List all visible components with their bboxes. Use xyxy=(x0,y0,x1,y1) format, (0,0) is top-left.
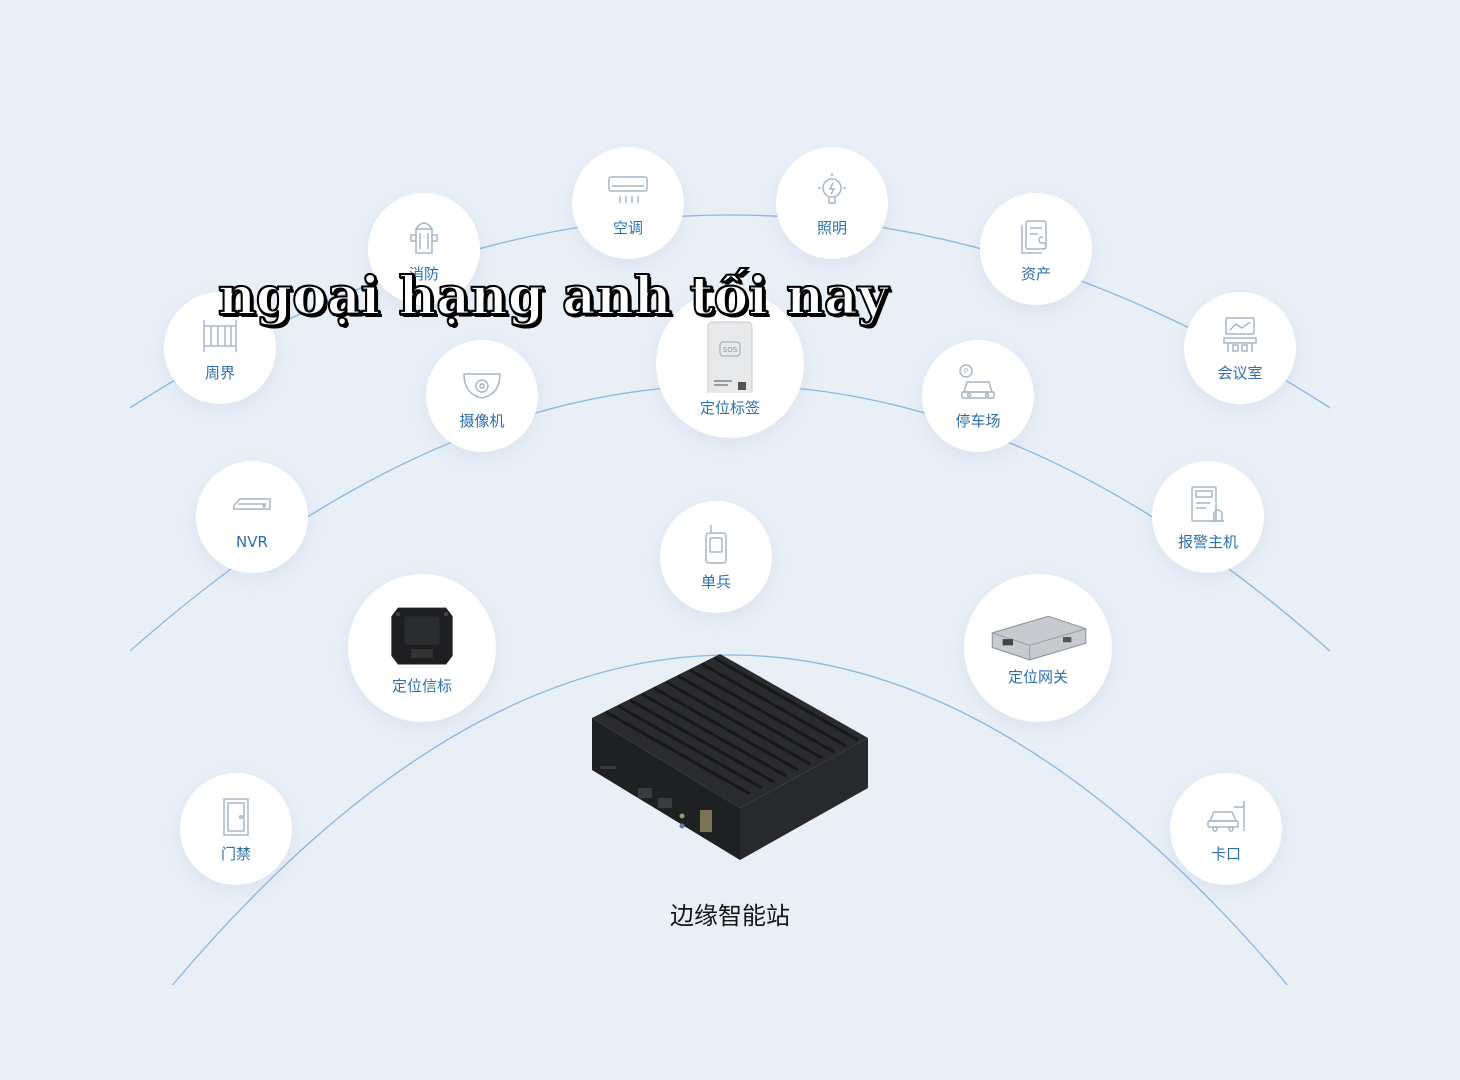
node-huiyishi[interactable]: 会议室 xyxy=(1184,292,1296,404)
asset-document-icon xyxy=(1021,220,1047,254)
node-label: 卡口 xyxy=(1210,845,1241,863)
dome-camera-icon xyxy=(463,373,501,399)
node-label: 周界 xyxy=(204,364,235,382)
checkpoint-car-icon xyxy=(1207,801,1245,832)
walkie-talkie-icon xyxy=(705,525,727,564)
parking-car-icon: P xyxy=(959,364,995,399)
node-label: 会议室 xyxy=(1217,364,1263,382)
node-label: 单兵 xyxy=(700,573,731,591)
node-label: 定位信标 xyxy=(391,677,452,695)
node-xiaofang[interactable]: 消防 xyxy=(368,193,480,305)
node-label: 门禁 xyxy=(220,845,251,863)
node-label: 报警主机 xyxy=(1177,533,1238,551)
node-label: 空调 xyxy=(612,219,643,237)
node-label: 照明 xyxy=(816,219,847,237)
alarm-host-icon xyxy=(1191,486,1224,522)
node-kongtiao[interactable]: 空调 xyxy=(572,147,684,259)
node-dingweibiaoqian[interactable]: SOS 定位标签 xyxy=(656,290,804,438)
node-label: 定位标签 xyxy=(699,399,760,417)
sos-tag-icon: SOS xyxy=(707,321,753,393)
node-kakou[interactable]: 卡口 xyxy=(1170,773,1282,885)
beacon-device-icon xyxy=(391,607,453,665)
node-menjin[interactable]: 门禁 xyxy=(180,773,292,885)
overlay-title: ngoại hạng anh tối nay xyxy=(217,265,889,328)
svg-text:SOS: SOS xyxy=(723,346,738,354)
node-label: 定位网关 xyxy=(1007,668,1068,686)
air-conditioner-icon xyxy=(608,176,648,203)
node-shexiangji[interactable]: 摄像机 xyxy=(426,340,538,452)
light-bulb-icon xyxy=(818,173,846,204)
inner-arc xyxy=(171,654,1289,985)
gateway-device-icon xyxy=(991,615,1087,661)
node-label: 资产 xyxy=(1020,265,1051,283)
node-label: 消防 xyxy=(408,265,439,283)
node-label: 停车场 xyxy=(955,412,1001,430)
node-baojingzhuji[interactable]: 报警主机 xyxy=(1152,461,1264,573)
fence-icon xyxy=(203,320,237,352)
node-dingweixinbiao[interactable]: 定位信标 xyxy=(348,574,496,722)
node-label: NVR xyxy=(236,533,268,551)
door-icon xyxy=(223,798,249,836)
fire-hydrant-icon xyxy=(410,222,438,254)
node-zichan[interactable]: 资产 xyxy=(980,193,1092,305)
svg-text:P: P xyxy=(964,367,969,376)
node-zhoujie[interactable]: 周界 xyxy=(164,292,276,404)
node-label: 摄像机 xyxy=(459,412,505,430)
node-zhaoming[interactable]: 照明 xyxy=(776,147,888,259)
node-dingweiwangguan[interactable]: 定位网关 xyxy=(964,574,1112,722)
node-danbing[interactable]: 单兵 xyxy=(660,501,772,613)
node-tingchechang[interactable]: P 停车场 xyxy=(922,340,1034,452)
node-nvr[interactable]: NVR xyxy=(196,461,308,573)
edge-station-device-image xyxy=(592,654,868,860)
center-label: 边缘智能站 xyxy=(670,902,790,930)
meeting-room-icon xyxy=(1223,317,1257,352)
nvr-recorder-icon xyxy=(233,498,271,510)
